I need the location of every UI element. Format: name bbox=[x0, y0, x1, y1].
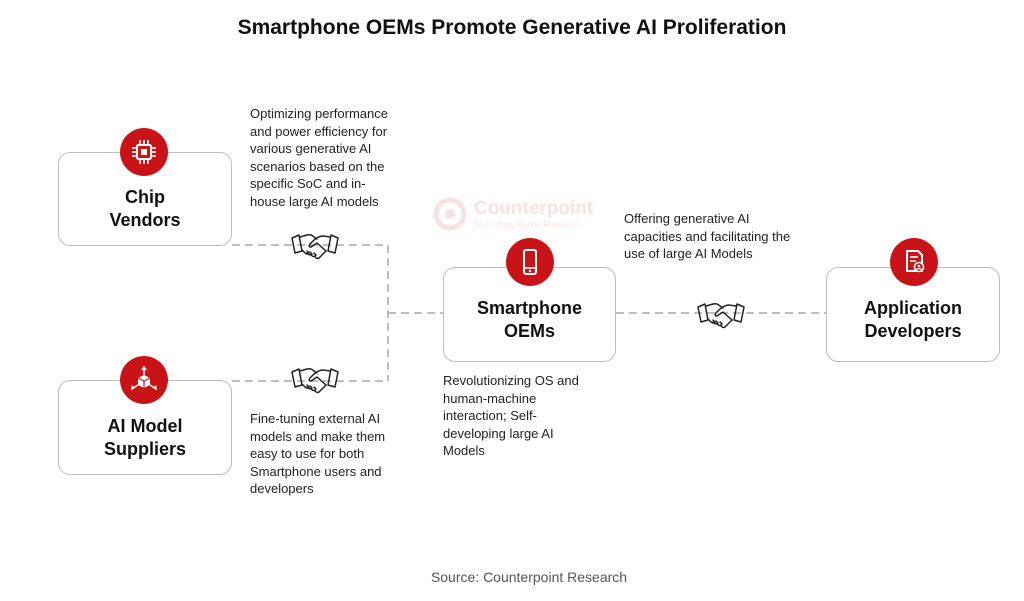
ai-model-suppliers-label: AI Model Suppliers bbox=[103, 415, 187, 459]
app-document-icon bbox=[890, 238, 938, 286]
chip-icon bbox=[120, 128, 168, 176]
handshake-icon bbox=[291, 234, 339, 260]
chip-vendors-label: Chip Vendors bbox=[109, 187, 181, 230]
handshake-icon bbox=[697, 303, 745, 329]
handshake-icon bbox=[291, 368, 339, 394]
counterpoint-logo-icon bbox=[433, 197, 467, 231]
counterpoint-watermark: Counterpoint Technology Market Research bbox=[432, 196, 593, 237]
watermark-tagline: Technology Market Research bbox=[474, 220, 578, 229]
application-developers-label: Application Developers bbox=[864, 297, 962, 341]
cube-network-icon bbox=[120, 356, 168, 404]
source-note: Source: Counterpoint Research bbox=[430, 569, 628, 585]
diagram-title: Smartphone OEMs Promote Generative AI Pr… bbox=[237, 16, 787, 39]
application-developers-box: Application Developers bbox=[826, 267, 1000, 362]
smartphone-oems-label: Smartphone OEMs bbox=[476, 297, 582, 341]
application-developers-description: Offering generative AI capacities and fa… bbox=[624, 211, 791, 261]
chip-vendors-description: Optimizing performance and power efficie… bbox=[250, 106, 388, 209]
smartphone-icon bbox=[506, 238, 554, 286]
watermark-name: Counterpoint bbox=[474, 198, 594, 219]
ai-model-suppliers-description: Fine-tuning external AI models and make … bbox=[250, 411, 386, 496]
smartphone-oems-description: Revolutionizing OS and human-machine int… bbox=[443, 373, 579, 458]
